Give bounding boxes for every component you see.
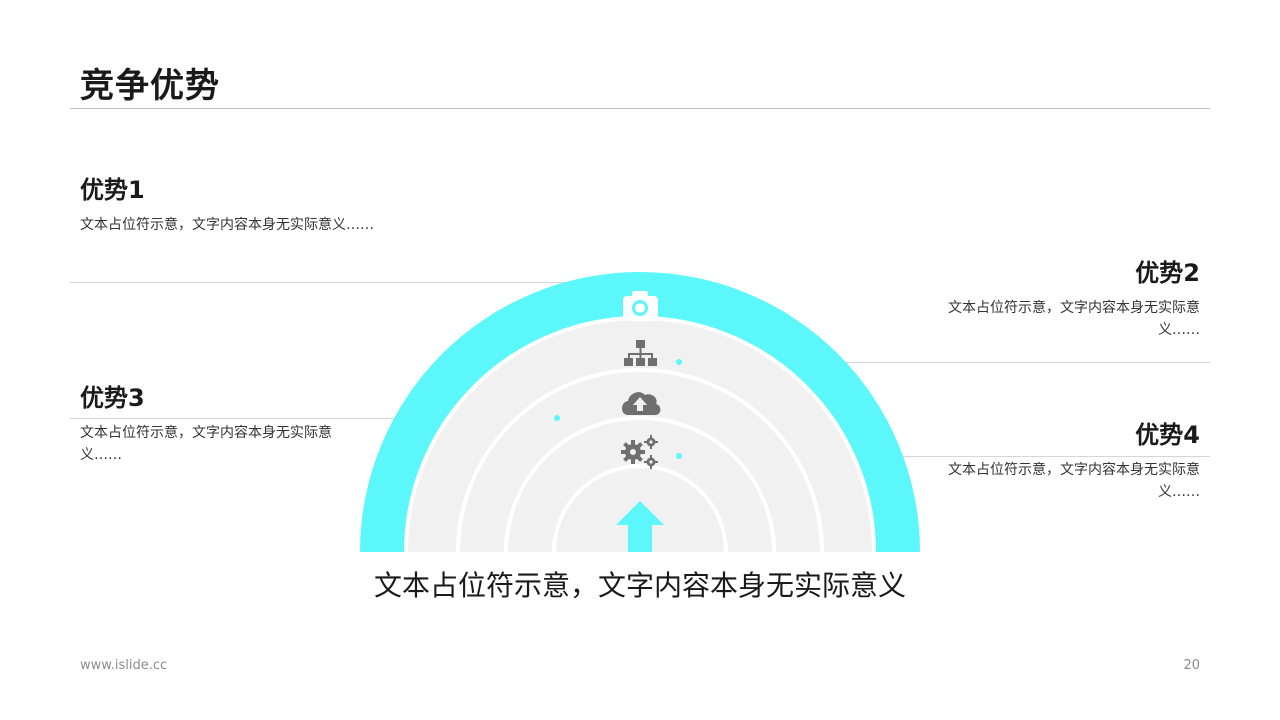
advantage-2-text-line1: 文本占位符示意，文字内容本身无实际意 xyxy=(948,300,1200,316)
advantage-4: 优势4 文本占位符示意，文字内容本身无实际意义…… xyxy=(900,419,1200,503)
page-number: 20 xyxy=(1183,658,1200,673)
page-title: 竞争优势 xyxy=(80,66,220,106)
advantage-1-label: 优势1 xyxy=(80,176,145,204)
connector-line-1 xyxy=(70,282,640,283)
advantage-4-text-line2: 义…… xyxy=(1158,484,1200,500)
up-arrow-icon xyxy=(616,501,664,552)
advantage-1-text: 文本占位符示意，文字内容本身无实际意义…… xyxy=(80,217,374,233)
connector-line-3 xyxy=(70,418,557,419)
ring-separator-2 xyxy=(504,416,776,553)
advantage-3-text-line2: 义…… xyxy=(80,447,122,463)
advantage-1: 优势1 文本占位符示意，文字内容本身无实际意义…… xyxy=(80,174,500,236)
advantage-3-text: 文本占位符示意，文字内容本身无实际意义…… xyxy=(80,422,380,466)
advantage-4-label: 优势4 xyxy=(1135,421,1200,449)
advantage-3-label: 优势3 xyxy=(80,384,145,412)
connector-line-4 xyxy=(679,456,1210,457)
gears-icon xyxy=(621,435,658,469)
ring-separator-1 xyxy=(456,368,824,553)
advantage-2-label: 优势2 xyxy=(1135,259,1200,287)
advantage-4-text-line1: 文本占位符示意，文字内容本身无实际意 xyxy=(948,462,1200,478)
ring-separator-outer xyxy=(404,316,876,553)
inner-gray-area xyxy=(406,318,874,552)
outer-cyan-band xyxy=(360,272,920,552)
advantage-3-text-line1: 文本占位符示意，文字内容本身无实际意 xyxy=(80,425,332,441)
diagram-caption: 文本占位符示意，文字内容本身无实际意义 xyxy=(373,569,906,602)
advantage-2-text-line2: 义…… xyxy=(1158,322,1200,338)
title-divider xyxy=(70,108,1210,109)
advantage-3: 优势3 文本占位符示意，文字内容本身无实际意义…… xyxy=(80,382,380,466)
connector-line-2 xyxy=(679,362,1210,363)
ring-separator-3 xyxy=(552,464,728,553)
footer-website: www.islide.cc xyxy=(80,658,168,673)
advantage-4-text: 文本占位符示意，文字内容本身无实际意义…… xyxy=(900,459,1200,503)
cloud-upload-icon xyxy=(622,392,661,415)
advantage-2: 优势2 文本占位符示意，文字内容本身无实际意义…… xyxy=(900,257,1200,341)
sitemap-icon xyxy=(624,340,657,366)
advantage-2-text: 文本占位符示意，文字内容本身无实际意义…… xyxy=(900,297,1200,341)
camera-icon xyxy=(623,291,658,321)
